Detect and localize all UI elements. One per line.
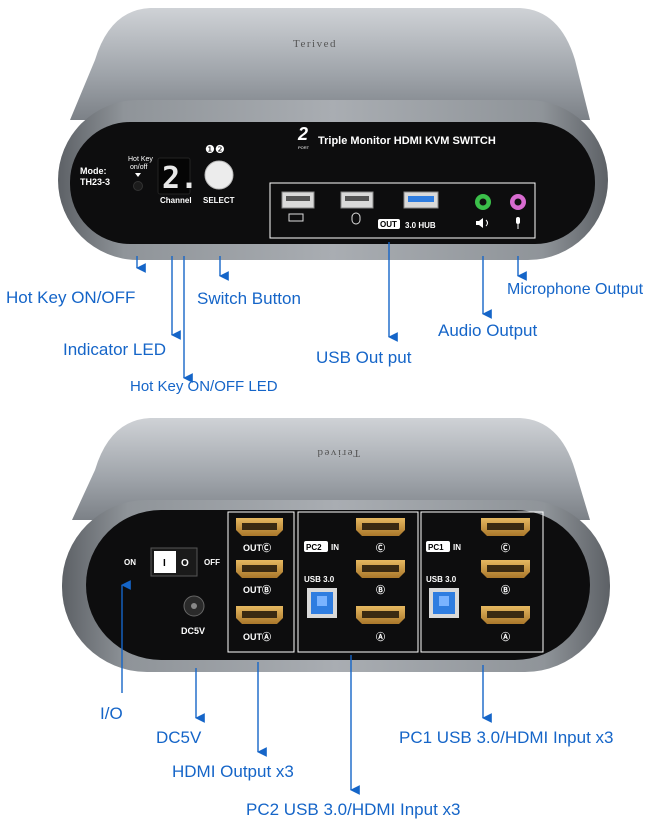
hub-label: 3.0 HUB (405, 221, 436, 230)
pc1-usb3-port[interactable] (429, 588, 459, 618)
pc2-frame (297, 511, 419, 653)
pc2-letter-b: Ⓑ (376, 584, 385, 595)
switch-on-label: ON (124, 558, 136, 567)
front-top-shell (70, 8, 590, 120)
callout-pc2-input: PC2 USB 3.0/HDMI Input x3 (246, 800, 461, 819)
pc1-hdmi-c-port[interactable] (481, 518, 530, 536)
pc1-hdmi-b-port[interactable] (481, 560, 530, 578)
hdmi-out-b-port[interactable] (236, 560, 283, 578)
pc2-badge-bg (304, 541, 328, 552)
mode-value: TH23-3 (80, 177, 110, 187)
pc1-letter-a: Ⓐ (501, 631, 510, 642)
hotkey-arrow-icon (135, 173, 141, 177)
callout-hotkey-led: Hot Key ON/OFF LED (130, 378, 278, 395)
pc1-badge: PC1 (428, 543, 444, 552)
out-c-label: OUTⒸ (243, 542, 271, 553)
title-port: PORT (298, 145, 310, 150)
title-number: 2 (297, 124, 308, 144)
usb3-hub-port[interactable] (403, 191, 439, 209)
hdmi-out-a-port[interactable] (236, 606, 283, 624)
pc1-in-label: IN (453, 543, 461, 552)
dc-label: DC5V (181, 626, 205, 636)
callout-io: I/O (100, 704, 123, 723)
front-device: Terived Mode: TH23-3 Hot Key on/off 2. C… (58, 8, 608, 260)
switch-off-label: OFF (204, 558, 220, 567)
callout-hdmi-output: HDMI Output x3 (172, 762, 294, 781)
callout-hotkey-onoff: Hot Key ON/OFF (6, 288, 136, 307)
hotkey-led-icon (133, 181, 143, 191)
select-label: SELECT (203, 196, 235, 205)
title-text: Triple Monitor HDMI KVM SWITCH (318, 135, 496, 147)
pc2-badge: PC2 (306, 543, 322, 552)
pc2-hdmi-c-port[interactable] (356, 518, 405, 536)
pc1-letter-c: Ⓒ (501, 542, 510, 553)
callout-pc1-input: PC1 USB 3.0/HDMI Input x3 (399, 728, 614, 747)
channel-label: Channel (160, 196, 192, 205)
usb-mouse-port[interactable] (340, 191, 374, 225)
pc1-frame (420, 511, 544, 653)
back-device: Terived ON I O OFF DC5V OUTⒸ OUTⒷ OUTⒶ (62, 418, 610, 672)
front-callout-lines (136, 242, 527, 383)
pc2-letter-c: Ⓒ (376, 542, 385, 553)
mode-label: Mode: (80, 166, 107, 176)
front-port-frame (269, 182, 536, 239)
back-panel (86, 510, 590, 660)
pc1-letter-b: Ⓑ (501, 584, 510, 595)
hdmi-out-frame (227, 511, 295, 653)
pc2-in-label: IN (331, 543, 339, 552)
pc2-hdmi-a-port[interactable] (356, 606, 405, 624)
back-callout-lines (121, 580, 492, 795)
pc1-usb30-label: USB 3.0 (426, 575, 457, 584)
microphone-icon (516, 217, 520, 224)
hdmi-out-c-port[interactable] (236, 518, 283, 536)
out-badge-bg (378, 219, 400, 229)
out-a-label: OUTⒶ (243, 631, 271, 642)
select-button[interactable] (204, 160, 234, 190)
callout-switch-button: Switch Button (197, 289, 301, 308)
callout-indicator-led: Indicator LED (63, 340, 166, 359)
front-brand: Terived (293, 38, 337, 50)
pc1-badge-bg (426, 541, 450, 552)
hotkey-label-1: Hot Key (128, 156, 153, 163)
channel-display: 2. (162, 161, 198, 196)
channel-display-window (157, 157, 191, 195)
pc2-hdmi-b-port[interactable] (356, 560, 405, 578)
pc2-usb30-label: USB 3.0 (304, 575, 335, 584)
callout-audio-output: Audio Output (438, 321, 538, 340)
mouse-icon (351, 212, 361, 225)
pc2-letter-a: Ⓐ (376, 631, 385, 642)
back-top-shell (72, 418, 590, 520)
back-brand: Terived (316, 447, 360, 459)
switch-i: I (163, 558, 166, 569)
speaker-icon (476, 218, 483, 228)
out-b-label: OUTⒷ (243, 584, 271, 595)
select-numbers: ❶❷ (205, 144, 225, 156)
keyboard-icon (288, 213, 304, 222)
out-badge: OUT (380, 220, 397, 229)
callout-dc5v: DC5V (156, 728, 202, 747)
hotkey-label-2: on/off (130, 164, 147, 171)
pc2-usb3-port[interactable] (307, 588, 337, 618)
callout-usb-output: USB Out put (316, 348, 412, 367)
pc1-hdmi-a-port[interactable] (481, 606, 530, 624)
switch-o: O (181, 558, 189, 569)
callout-microphone-output: Microphone Output (507, 281, 644, 298)
usb-keyboard-port[interactable] (281, 191, 315, 222)
